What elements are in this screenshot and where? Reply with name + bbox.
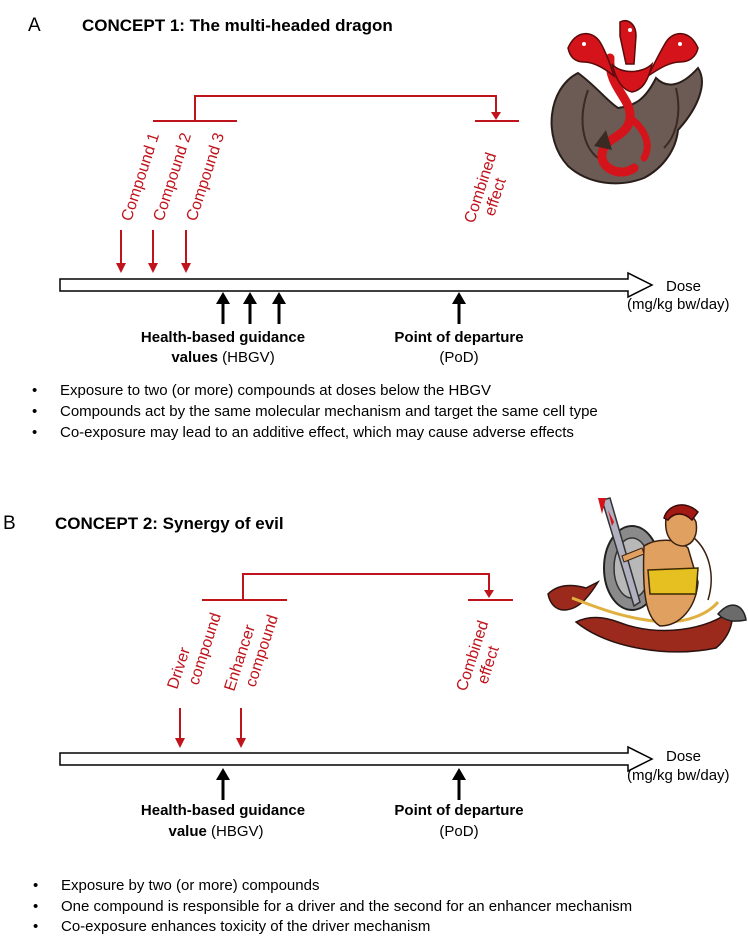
panel-b-pod-abbr: (PoD) [439,823,478,840]
panel-a-pod-arrow [452,292,466,324]
panel-b-pod-arrow [452,768,466,800]
panel-a-combined-arrowhead [491,112,501,120]
panel-b-bullet-list: Exposure by two (or more) compounds One … [33,876,632,938]
panel-b-letter: B [3,513,16,534]
panel-a-hbgv-title: Health-based guidance [141,329,305,346]
panel-b-hbgv-title: Health-based guidance [141,802,305,819]
compound-3-arrow [181,263,191,273]
panel-a-bullet-list: Exposure to two (or more) compounds at d… [32,380,598,443]
panel-a-dose-axis [59,271,654,299]
panel-a-hbgv-sub: values (HBGV) [171,349,274,366]
panel-b-dose-axis [59,745,654,773]
panel-b-pod-title: Point of departure [394,802,523,819]
panel-a-dose-label: Dose [666,278,701,295]
panel-b-combined-arrowhead [484,590,494,598]
panel-a-hbgv-arrows [216,292,286,324]
panel-a-dose-unit: (mg/kg bw/day) [627,296,730,313]
panel-b-bullet-3: Co-exposure enhances toxicity of the dri… [33,917,632,938]
panel-b-dose-label: Dose [666,748,701,765]
panel-b: B CONCEPT 2: Synergy of evil Driver comp… [3,497,747,840]
panel-b-hbgv-sub: value (HBGV) [168,823,263,840]
compound-2-arrow [148,263,158,273]
three-headed-dragon-icon [550,20,703,185]
panel-b-bullet-1: Exposure by two (or more) compounds [33,876,632,897]
panel-a-title: CONCEPT 1: The multi-headed dragon [82,16,393,35]
panel-a-bullet-2: Compounds act by the same molecular mech… [32,401,598,422]
panel-b-compound-arrows [179,708,242,740]
warrior-fighting-dragon-icon [547,497,747,653]
panel-a-bullet-1: Exposure to two (or more) compounds at d… [32,380,598,401]
panel-b-title: CONCEPT 2: Synergy of evil [55,514,284,533]
compound-1-arrow [116,263,126,273]
panel-a: A CONCEPT 1: The multi-headed dragon Com… [28,15,730,366]
panel-b-dose-unit: (mg/kg bw/day) [627,767,730,784]
panel-a-pod-abbr: (PoD) [439,349,478,366]
enhancer-arrow [236,738,246,748]
panel-b-bracket [202,573,513,601]
driver-arrow [175,738,185,748]
panel-a-compound-arrows [120,230,187,265]
panel-b-hbgv-arrow [216,768,230,800]
driver-label-line2: compound [186,611,225,687]
panel-b-bullet-2: One compound is responsible for a driver… [33,897,632,918]
panel-a-bracket [153,95,519,122]
panel-a-letter: A [28,15,41,36]
panel-a-pod-title: Point of departure [394,329,523,346]
panel-a-bullet-3: Co-exposure may lead to an additive effe… [32,422,598,443]
